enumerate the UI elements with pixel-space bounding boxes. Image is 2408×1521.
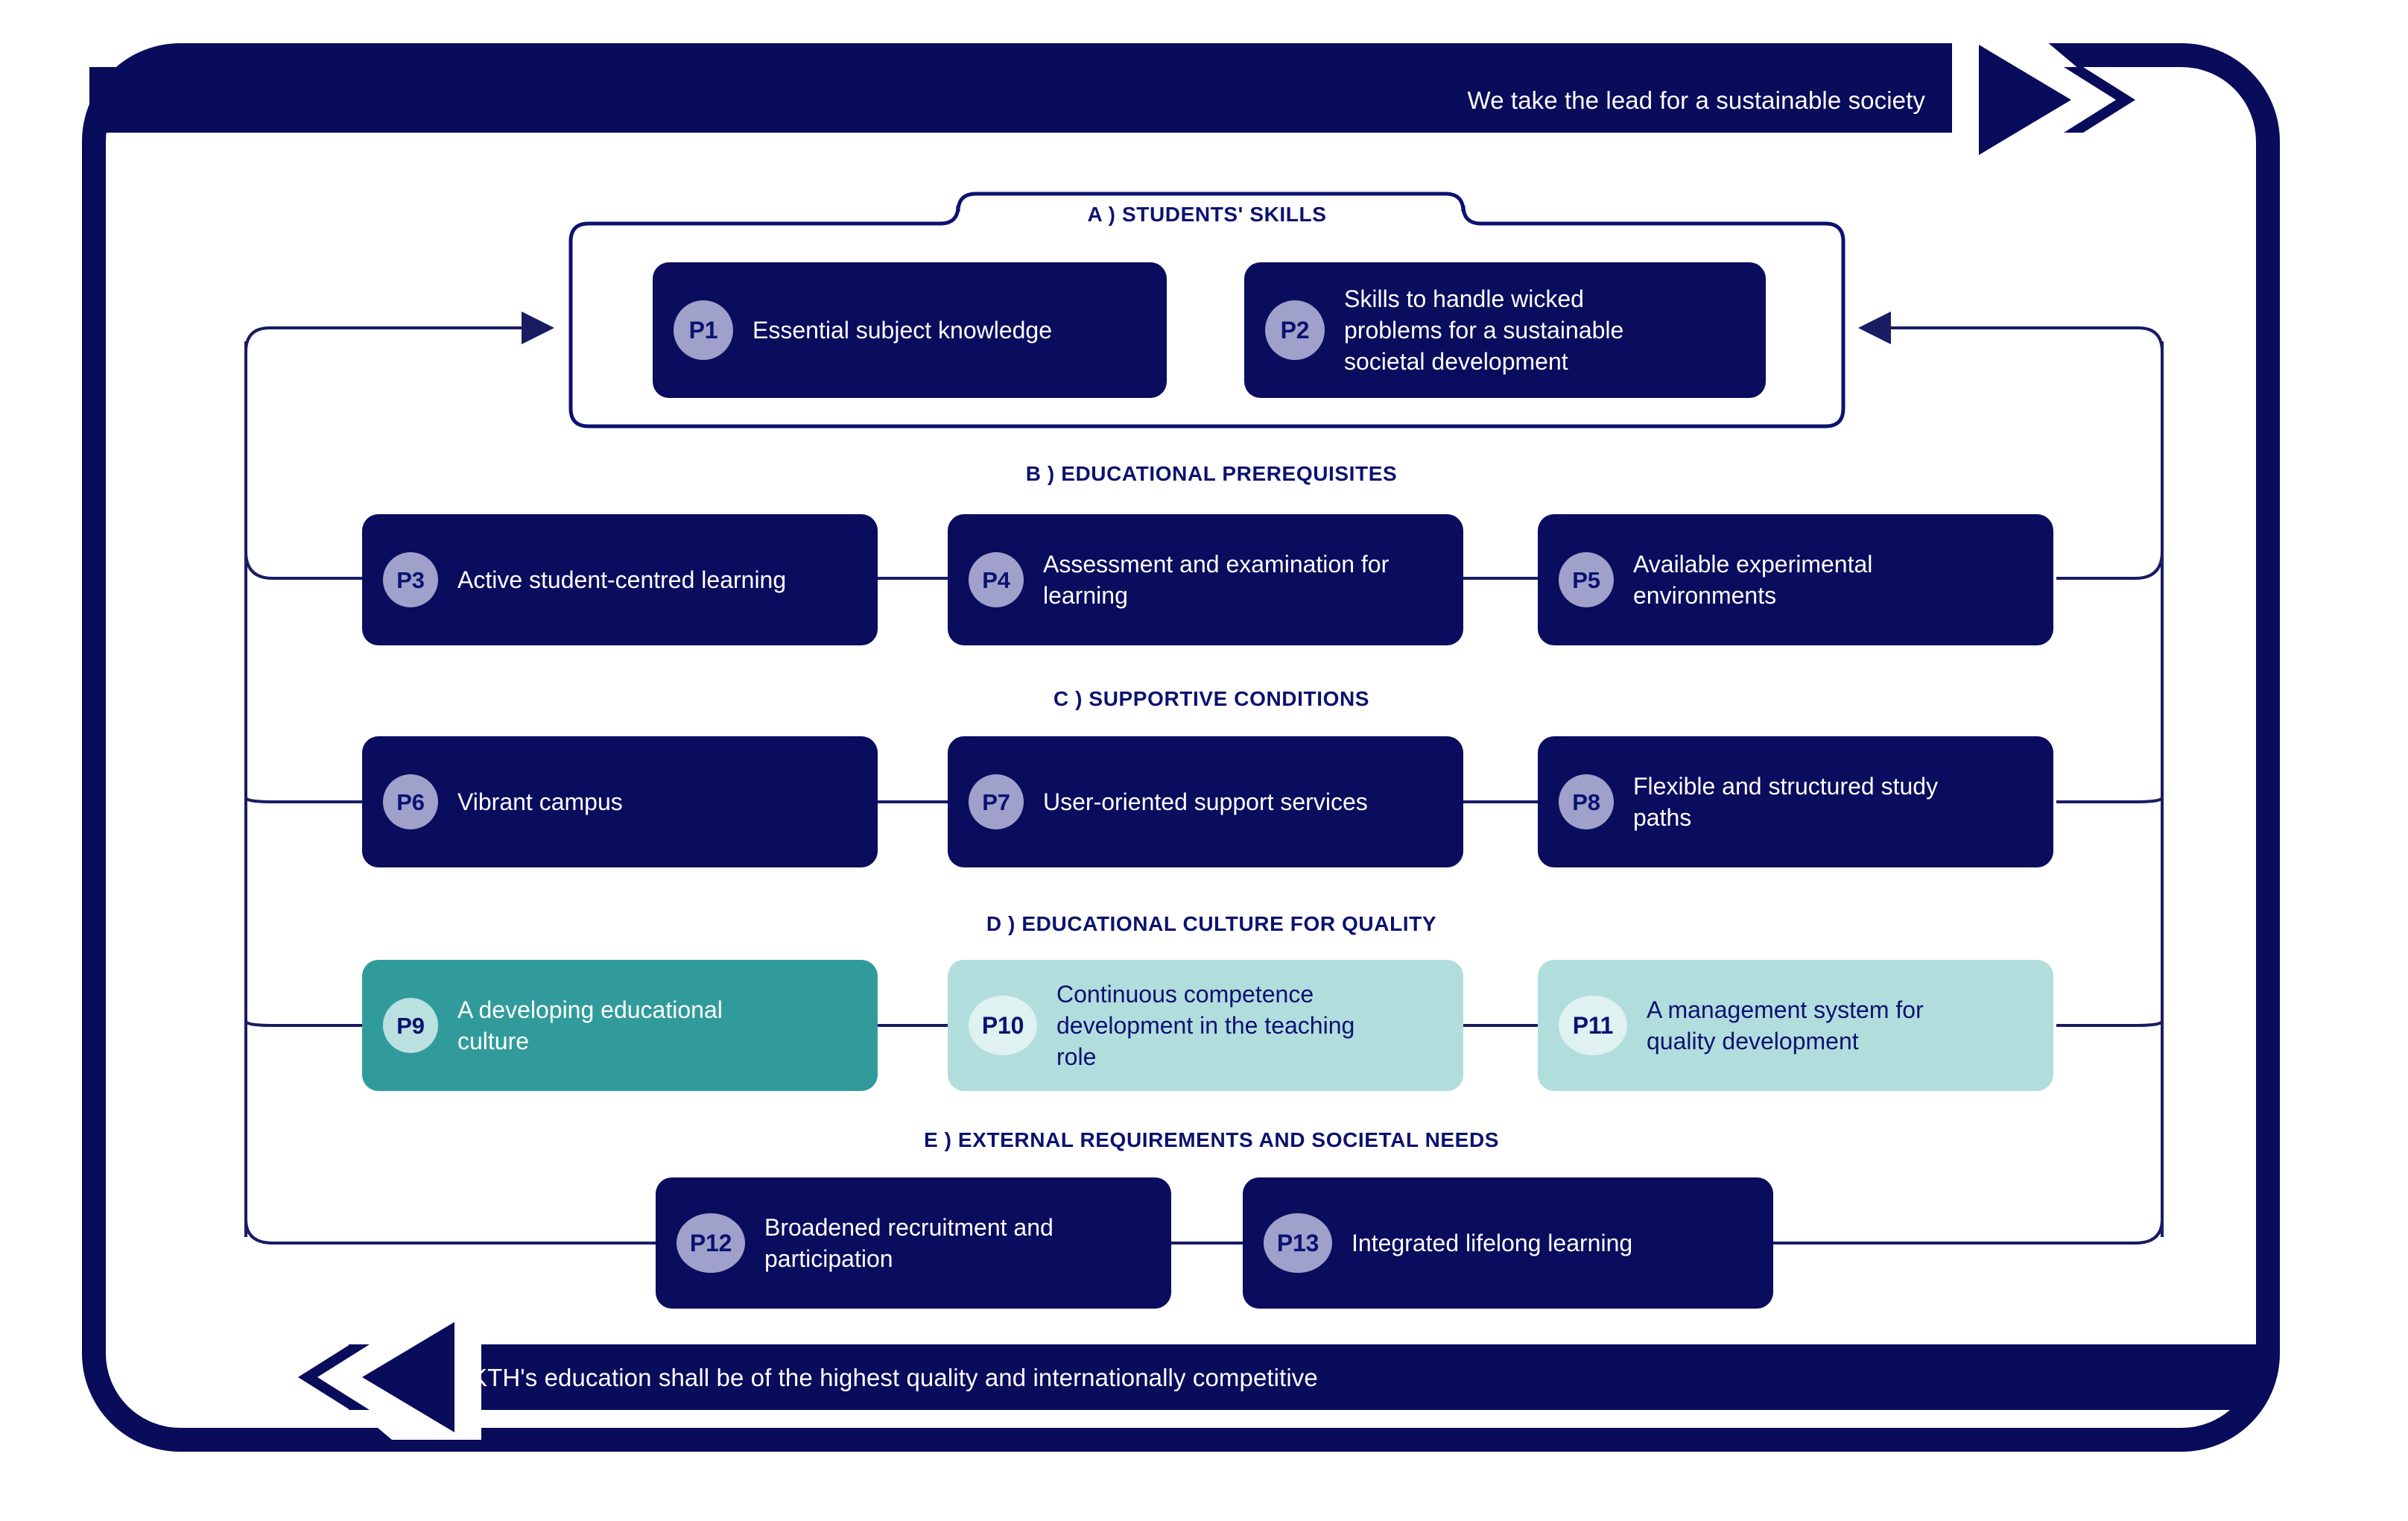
principle-box-p4[interactable]: P4 Assessment and examination for learni… xyxy=(948,514,1463,645)
badge-p1: P1 xyxy=(674,300,733,360)
principle-label-p4: Assessment and examination for learning xyxy=(1043,550,1390,609)
section-a-label: A ) STUDENTS' SKILLS xyxy=(1087,203,1327,226)
badge-p9: P9 xyxy=(383,998,438,1053)
badge-p13: P13 xyxy=(1264,1213,1332,1273)
bottom-banner: KTH's education shall be of the highest … xyxy=(349,1344,2256,1410)
top-arrow-group-icon xyxy=(1952,37,2135,162)
principle-box-p13[interactable]: P13 Integrated lifelong learning xyxy=(1243,1177,1773,1309)
principle-label-p11: A management system for quality developm… xyxy=(1647,996,1924,1054)
principle-label-p8: Flexible and structured study paths xyxy=(1633,772,1939,831)
principle-label-p5: Available experimental environments xyxy=(1633,550,1873,609)
principle-box-p8[interactable]: P8 Flexible and structured study paths xyxy=(1538,736,2053,867)
principle-box-p12[interactable]: P12 Broadened recruitment and participat… xyxy=(656,1177,1171,1309)
badge-p5: P5 xyxy=(1559,552,1614,607)
section-c-label: C ) SUPPORTIVE CONDITIONS xyxy=(1053,687,1370,710)
principle-box-p1[interactable]: P1 Essential subject knowledge xyxy=(653,262,1167,398)
principle-box-p3[interactable]: P3 Active student-centred learning xyxy=(362,514,878,645)
badge-p2: P2 xyxy=(1265,300,1325,360)
section-e-label: E ) EXTERNAL REQUIREMENTS AND SOCIETAL N… xyxy=(923,1128,1500,1151)
top-banner-text: We take the lead for a sustainable socie… xyxy=(1467,86,1925,114)
principle-box-p9[interactable]: P9 A developing educational culture xyxy=(362,960,878,1091)
principle-label-p10: Continuous competence development in the… xyxy=(1056,980,1355,1071)
badge-p3: P3 xyxy=(383,552,438,607)
principle-label-p9: A developing educational culture xyxy=(457,996,723,1054)
badge-p11: P11 xyxy=(1559,996,1627,1055)
principle-box-p6[interactable]: P6 Vibrant campus xyxy=(362,736,878,867)
principle-label-p6: Vibrant campus xyxy=(457,788,623,815)
principle-box-p2[interactable]: P2 Skills to handle wicked problems for … xyxy=(1244,262,1766,398)
principle-box-p10[interactable]: P10 Continuous competence development in… xyxy=(948,960,1463,1091)
bottom-banner-text: KTH's education shall be of the highest … xyxy=(471,1363,1318,1391)
bottom-arrow-group-icon xyxy=(298,1315,481,1440)
principle-box-p11[interactable]: P11 A management system for quality deve… xyxy=(1538,960,2053,1091)
principle-label-p3: Active student-centred learning xyxy=(457,566,787,593)
badge-p4: P4 xyxy=(969,552,1024,607)
badge-p8: P8 xyxy=(1559,774,1614,829)
principle-label-p2: Skills to handle wicked problems for a s… xyxy=(1344,285,1624,376)
badge-p6: P6 xyxy=(383,774,438,829)
principle-label-p12: Broadened recruitment and participation xyxy=(764,1213,1054,1272)
section-d-label: D ) EDUCATIONAL CULTURE FOR QUALITY xyxy=(986,912,1437,935)
top-banner: We take the lead for a sustainable socie… xyxy=(89,67,1997,133)
principle-label-p13: Integrated lifelong learning xyxy=(1352,1229,1633,1256)
principle-label-p7: User-oriented support services xyxy=(1043,788,1368,815)
principle-box-p7[interactable]: P7 User-oriented support services xyxy=(948,736,1463,867)
principle-label-p1: Essential subject knowledge xyxy=(752,316,1053,344)
section-b-label: B ) EDUCATIONAL PREREQUISITES xyxy=(1025,462,1398,485)
badge-p10: P10 xyxy=(969,996,1037,1055)
badge-p12: P12 xyxy=(677,1213,745,1273)
badge-p7: P7 xyxy=(969,774,1024,829)
principle-box-p5[interactable]: P5 Available experimental environments xyxy=(1538,514,2053,645)
